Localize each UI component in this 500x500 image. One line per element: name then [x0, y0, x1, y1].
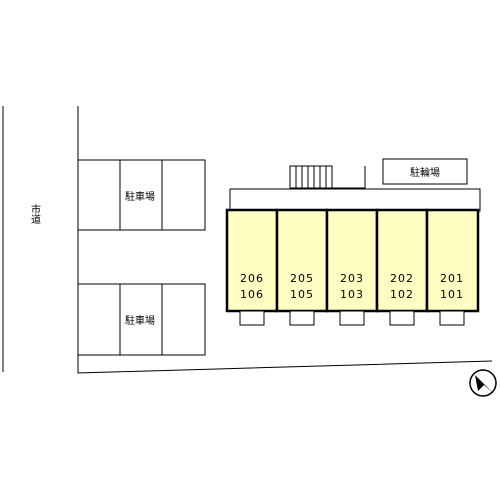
unit-206-106: 206 106 [225, 208, 279, 326]
unit-upper-number: 202 [390, 272, 414, 285]
unit-lower-number: 105 [290, 288, 314, 301]
parking-lot-upper-label: 駐車場 [125, 190, 155, 203]
unit-upper-number: 206 [240, 272, 264, 285]
unit-201-101: 201 101 [425, 208, 480, 326]
unit-205-105: 205 105 [275, 208, 329, 326]
unit-203-103: 203 103 [325, 208, 379, 326]
north-arrow-icon [469, 369, 497, 397]
parking-lot-lower-label: 駐車場 [125, 314, 155, 327]
unit-lower-number: 101 [440, 288, 464, 301]
stairs [289, 165, 366, 189]
unit-202-102: 202 102 [375, 208, 429, 326]
bicycle-parking-label: 駐輪場 [410, 166, 440, 179]
parking-lot-lower: 駐車場 [78, 283, 206, 356]
unit-lower-number: 103 [340, 288, 364, 301]
bicycle-parking: 駐輪場 [382, 158, 468, 185]
road-label: 市道 [29, 203, 41, 224]
parking-lot-upper: 駐車場 [78, 159, 206, 231]
unit-upper-number: 203 [340, 272, 364, 285]
unit-upper-number: 205 [290, 272, 314, 285]
unit-upper-number: 201 [440, 272, 464, 285]
building-corridor [229, 188, 481, 212]
units-group: 206 106 205 105 203 103 202 102 201 101 [225, 208, 480, 326]
unit-lower-number: 102 [390, 288, 414, 301]
unit-lower-number: 106 [240, 288, 264, 301]
property-boundary [77, 106, 493, 374]
